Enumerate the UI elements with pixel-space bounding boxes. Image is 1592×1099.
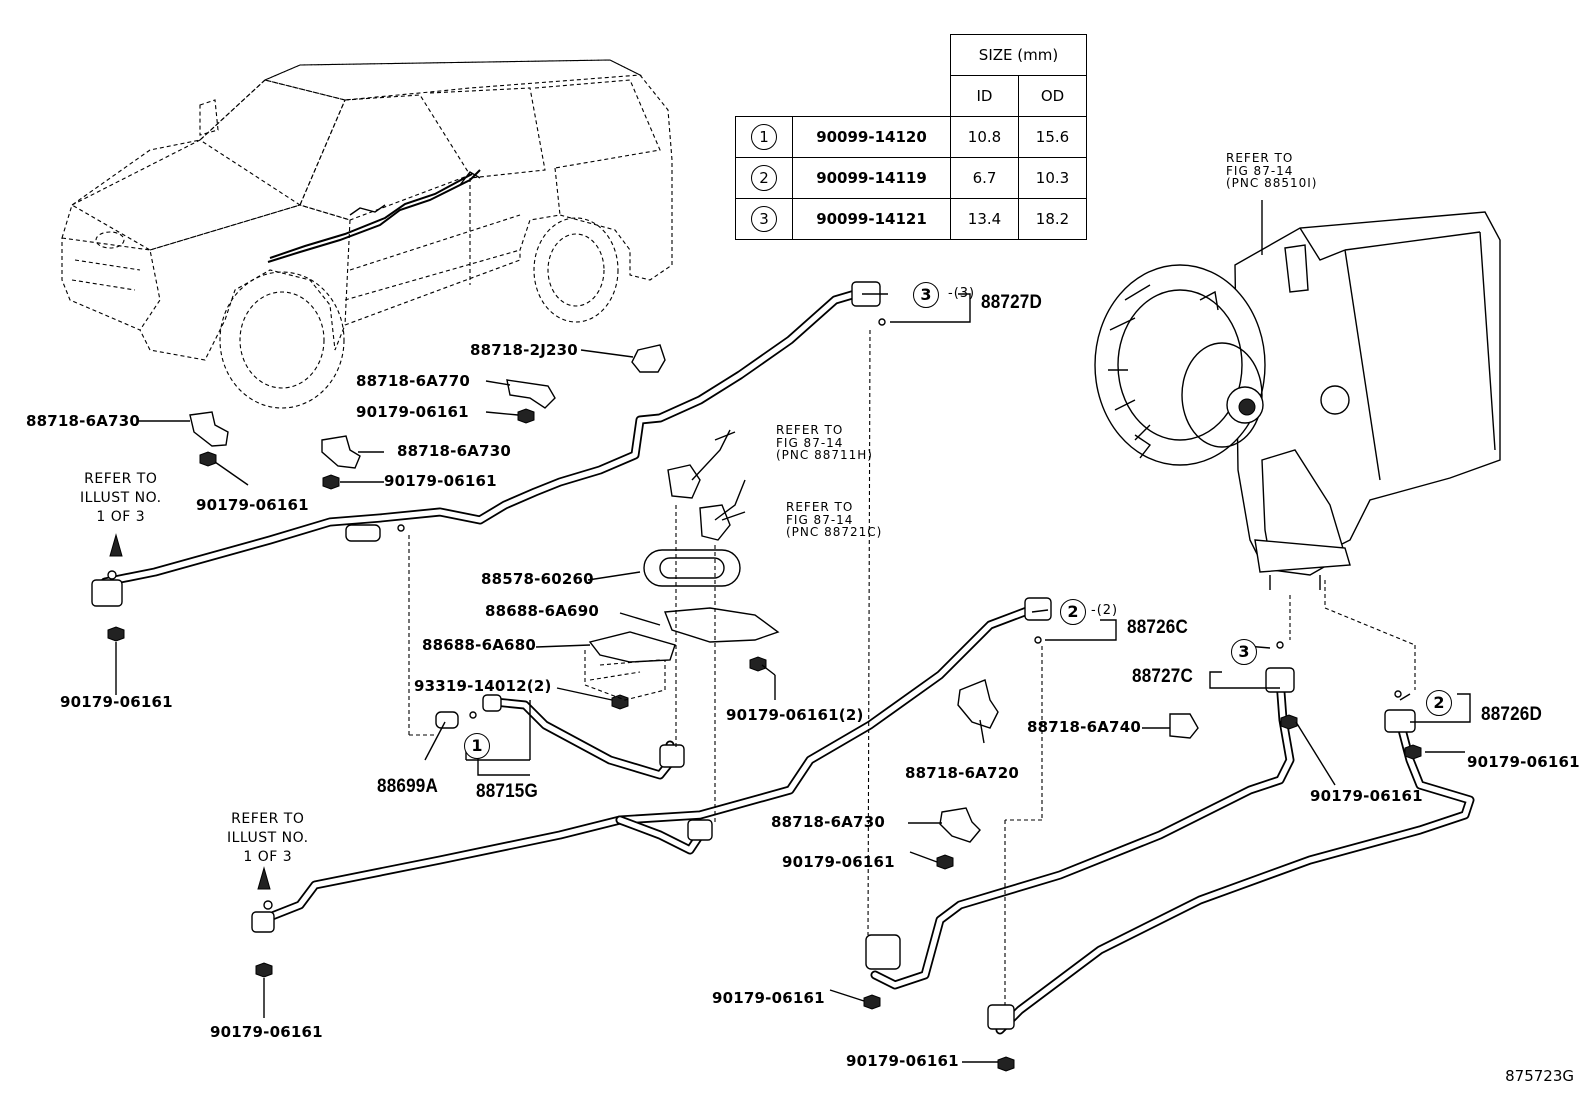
part-label-88726D[interactable]: 88726D <box>1481 704 1542 725</box>
hose-callout-3[interactable]: 3 <box>913 282 939 308</box>
part-label-88718-6A730[interactable]: 88718-6A730 <box>771 813 885 831</box>
part-label-90179-06161[interactable]: 90179-06161(2) <box>726 706 864 724</box>
part-label-90179-06161[interactable]: 90179-06161 <box>846 1052 959 1070</box>
part-label-90179-06161[interactable]: 90179-06161 <box>210 1023 323 1041</box>
quantity-label: -(2) <box>1091 603 1119 618</box>
dashed-alignment-lines <box>408 329 1416 1005</box>
row-number: 3 <box>751 206 777 232</box>
part-label-88726C[interactable]: 88726C <box>1127 617 1188 638</box>
pipe-88726D[interactable] <box>995 717 1475 1035</box>
refer-illust-note[interactable]: REFER TO ILLUST NO. 1 OF 3 <box>227 811 309 865</box>
refer-fig-note[interactable]: REFER TO FIG 87-14 (PNC 88711H) <box>776 423 873 463</box>
clamps-and-brackets <box>189 344 1199 843</box>
od-header: OD <box>1018 75 1087 117</box>
part-label-88727D[interactable]: 88727D <box>981 292 1042 313</box>
blower-unit-assembly <box>1094 211 1501 590</box>
pipe-88727D[interactable] <box>100 287 867 587</box>
row-id: 13.4 <box>950 198 1019 240</box>
refer-illust-note[interactable]: REFER TO ILLUST NO. 1 OF 3 <box>80 471 162 525</box>
row-od: 18.2 <box>1018 198 1087 240</box>
part-label-90179-06161[interactable]: 90179-06161 <box>1310 787 1423 805</box>
row-id: 6.7 <box>950 157 1019 199</box>
part-label-88718-6A770[interactable]: 88718-6A770 <box>356 372 470 390</box>
row-part-number[interactable]: 90099-14119 <box>792 157 951 199</box>
part-label-88688-6A690[interactable]: 88688-6A690 <box>485 602 599 620</box>
row-part-number[interactable]: 90099-14120 <box>792 116 951 158</box>
row-number: 2 <box>751 165 777 191</box>
quantity-label: -(3) <box>948 286 976 301</box>
table-row: 2 90099-14119 6.7 10.3 <box>735 157 1087 199</box>
part-label-90179-06161[interactable]: 90179-06161 <box>712 989 825 1007</box>
part-label-93319-14012[interactable]: 93319-14012(2) <box>414 677 552 695</box>
part-label-88699A[interactable]: 88699A <box>377 776 438 797</box>
part-label-88727C[interactable]: 88727C <box>1132 666 1193 687</box>
nuts <box>107 408 1422 1072</box>
table-header-row: SIZE (mm) <box>736 34 1087 76</box>
vehicle-illustration <box>61 59 673 409</box>
part-label-88578-60260[interactable]: 88578-60260 <box>481 570 594 588</box>
part-label-90179-06161[interactable]: 90179-06161 <box>356 403 469 421</box>
part-label-88718-6A720[interactable]: 88718-6A720 <box>905 764 1019 782</box>
part-label-90179-06161[interactable]: 90179-06161 <box>1467 753 1580 771</box>
part-label-90179-06161[interactable]: 90179-06161 <box>60 693 173 711</box>
part-label-90179-06161[interactable]: 90179-06161 <box>196 496 309 514</box>
row-part-number[interactable]: 90099-14121 <box>792 198 951 240</box>
refer-fig-note[interactable]: REFER TO FIG 87-14 (PNC 88721C) <box>786 500 883 540</box>
part-label-88718-6A730[interactable]: 88718-6A730 <box>397 442 511 460</box>
hose-callout-2[interactable]: 2 <box>1426 690 1452 716</box>
table-row: 1 90099-14120 10.8 15.6 <box>735 116 1087 158</box>
id-header: ID <box>950 75 1019 117</box>
figure-code: 875723G <box>1505 1067 1574 1085</box>
pipe-88715G[interactable] <box>490 697 675 780</box>
table-row: 3 90099-14121 13.4 18.2 <box>735 198 1087 240</box>
row-id: 10.8 <box>950 116 1019 158</box>
part-label-88688-6A680[interactable]: 88688-6A680 <box>422 636 536 654</box>
part-label-88718-6A740[interactable]: 88718-6A740 <box>1027 718 1141 736</box>
part-label-90179-06161[interactable]: 90179-06161 <box>782 853 895 871</box>
size-header: SIZE (mm) <box>950 34 1087 76</box>
refer-fig-note[interactable]: REFER TO FIG 87-14 (PNC 88510I) <box>1226 151 1318 191</box>
leader-lines <box>109 200 1471 1063</box>
part-label-88715G[interactable]: 88715G <box>476 781 538 802</box>
row-od: 10.3 <box>1018 157 1087 199</box>
part-label-88718-6A730[interactable]: 88718-6A730 <box>26 412 140 430</box>
hose-callout-2[interactable]: 2 <box>1060 599 1086 625</box>
row-od: 15.6 <box>1018 116 1087 158</box>
table-subheader-row: ID OD <box>736 75 1087 117</box>
pipe-fittings <box>91 281 1416 1030</box>
row-number: 1 <box>751 124 777 150</box>
pipe-88727C[interactable] <box>870 675 1295 990</box>
hose-size-table: SIZE (mm) ID OD 1 90099-14120 10.8 15.6 … <box>735 34 1087 240</box>
part-label-90179-06161[interactable]: 90179-06161 <box>384 472 497 490</box>
pipe-88726C[interactable] <box>257 603 1040 925</box>
hose-callout-1[interactable]: 1 <box>464 733 490 759</box>
hose-callout-3[interactable]: 3 <box>1231 639 1257 665</box>
part-label-88718-2J230[interactable]: 88718-2J230 <box>470 341 578 359</box>
